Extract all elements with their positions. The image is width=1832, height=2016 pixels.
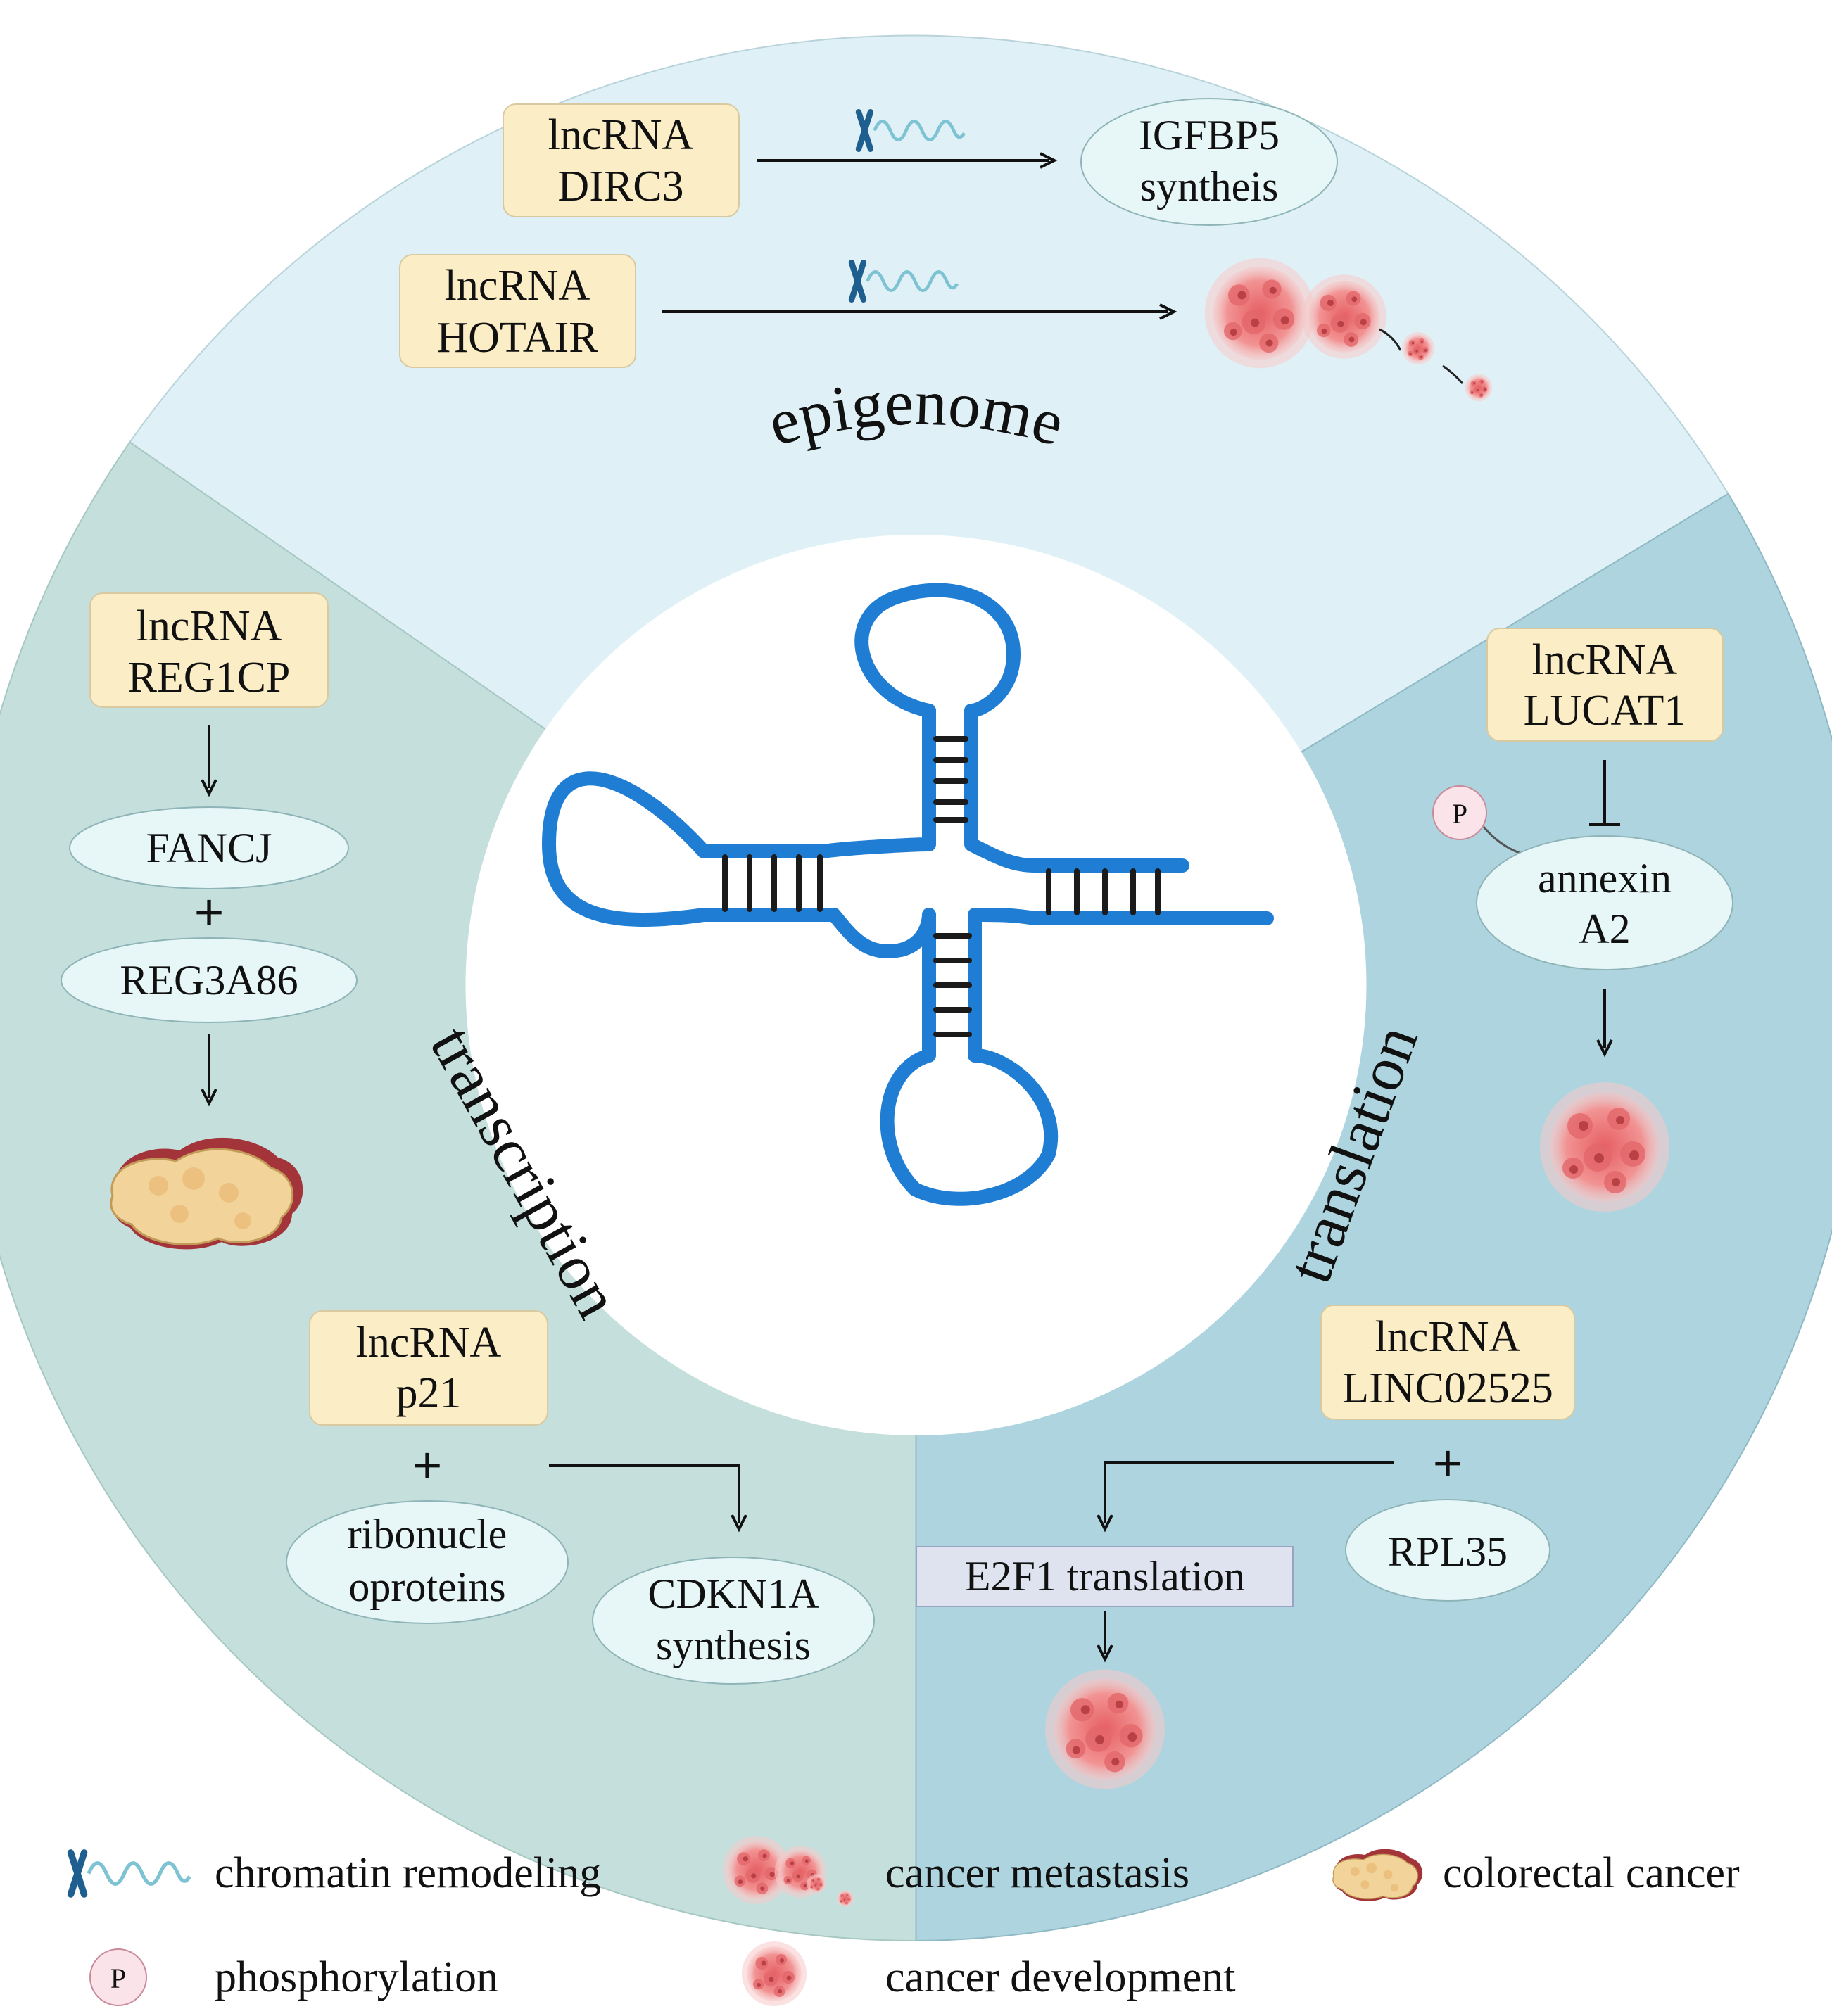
- svg-text:LUCAT1: LUCAT1: [1524, 687, 1686, 735]
- svg-text:lncRNA: lncRNA: [356, 1319, 502, 1367]
- rna-structure-illustration: [542, 583, 1274, 1206]
- svg-text:p21: p21: [396, 1369, 462, 1417]
- arrowhead: [201, 1089, 217, 1107]
- arrowhead: [1097, 1514, 1113, 1533]
- node-annexin-a2: annexin A2: [1476, 835, 1733, 970]
- arrowhead: [201, 779, 217, 797]
- colorectal-cancer-icon: [1332, 1849, 1423, 1902]
- arrowhead: [1040, 152, 1058, 169]
- arrowhead: [1596, 1039, 1613, 1058]
- plus-sign: +: [1432, 1434, 1463, 1493]
- node-lncrna-reg1cp: lncRNA REG1CP: [89, 592, 329, 708]
- svg-text:REG3A86: REG3A86: [120, 957, 298, 1003]
- node-lncrna-p21: lncRNA p21: [309, 1310, 548, 1426]
- svg-text:RPL35: RPL35: [1388, 1528, 1508, 1575]
- svg-text:CDKN1A: CDKN1A: [647, 1571, 819, 1617]
- svg-text:syntheis: syntheis: [1140, 163, 1279, 210]
- node-cdkn1a-synthesis: CDKN1A synthesis: [592, 1557, 875, 1685]
- legend: chromatin remodeling cancer metastasis c…: [71, 1836, 1740, 2006]
- svg-text:synthesis: synthesis: [656, 1622, 811, 1668]
- legend-development-label: cancer development: [885, 1953, 1235, 2001]
- cancer-development-icon: [742, 1941, 807, 2006]
- arrow-p21-cdkn1a: [549, 1464, 740, 1523]
- arrowhead: [1159, 303, 1177, 320]
- center-circle: [465, 535, 1367, 1435]
- cancer-metastasis-icon: [1204, 258, 1493, 402]
- node-lncrna-dirc3: lncRNA DIRC3: [503, 103, 740, 217]
- svg-text:A2: A2: [1579, 906, 1630, 952]
- node-lncrna-lucat1: lncRNA LUCAT1: [1486, 628, 1724, 742]
- svg-text:E2F1 translation: E2F1 translation: [965, 1553, 1245, 1599]
- svg-text:HOTAIR: HOTAIR: [436, 314, 598, 362]
- svg-text:REG1CP: REG1CP: [128, 654, 291, 702]
- arrow-linc02525-e2f1: [1104, 1461, 1394, 1523]
- node-rpl35: RPL35: [1345, 1499, 1550, 1602]
- node-reg3a86: REG3A86: [61, 937, 358, 1023]
- legend-metastasis-label: cancer metastasis: [885, 1849, 1189, 1897]
- arrowhead: [1097, 1644, 1113, 1663]
- svg-text:IGFBP5: IGFBP5: [1139, 112, 1280, 158]
- svg-text:LINC02525: LINC02525: [1342, 1364, 1553, 1412]
- node-lncrna-linc02525: lncRNA LINC02525: [1320, 1305, 1575, 1420]
- chromatin-remodeling-icon: [71, 1853, 190, 1894]
- phosphorylation-icon: P: [89, 1948, 147, 2006]
- svg-text:lncRNA: lncRNA: [1532, 636, 1678, 684]
- svg-text:DIRC3: DIRC3: [557, 163, 683, 210]
- legend-colorectal-label: colorectal cancer: [1443, 1849, 1740, 1897]
- svg-text:lncRNA: lncRNA: [1375, 1313, 1521, 1361]
- cancer-development-icon: [1540, 1082, 1669, 1212]
- svg-text:lncRNA: lncRNA: [445, 262, 590, 310]
- svg-text:P: P: [110, 1963, 126, 1994]
- node-igfbp5-synthesis: IGFBP5 syntheis: [1080, 98, 1338, 226]
- svg-text:annexin: annexin: [1538, 855, 1672, 901]
- svg-text:FANCJ: FANCJ: [146, 825, 272, 871]
- plus-sign: +: [412, 1436, 442, 1495]
- plus-sign: +: [194, 883, 224, 942]
- svg-text:ribonucle: ribonucle: [348, 1511, 507, 1557]
- node-lncrna-hotair: lncRNA HOTAIR: [399, 254, 636, 368]
- cancer-development-icon: [1044, 1669, 1165, 1789]
- arrowhead: [731, 1514, 747, 1533]
- legend-chromatin-label: chromatin remodeling: [215, 1849, 601, 1897]
- svg-text:lncRNA: lncRNA: [548, 111, 694, 159]
- node-fancj: FANCJ: [69, 806, 349, 889]
- svg-text:oproteins: oproteins: [348, 1564, 505, 1610]
- legend-phosphorylation-label: phosphorylation: [215, 1953, 498, 2001]
- svg-text:P: P: [1452, 798, 1467, 830]
- colorectal-cancer-icon: [110, 1136, 304, 1250]
- svg-text:lncRNA: lncRNA: [137, 602, 282, 650]
- node-ribonucleoproteins: ribonucle oproteins: [286, 1500, 569, 1624]
- node-e2f1-translation: E2F1 translation: [916, 1546, 1294, 1607]
